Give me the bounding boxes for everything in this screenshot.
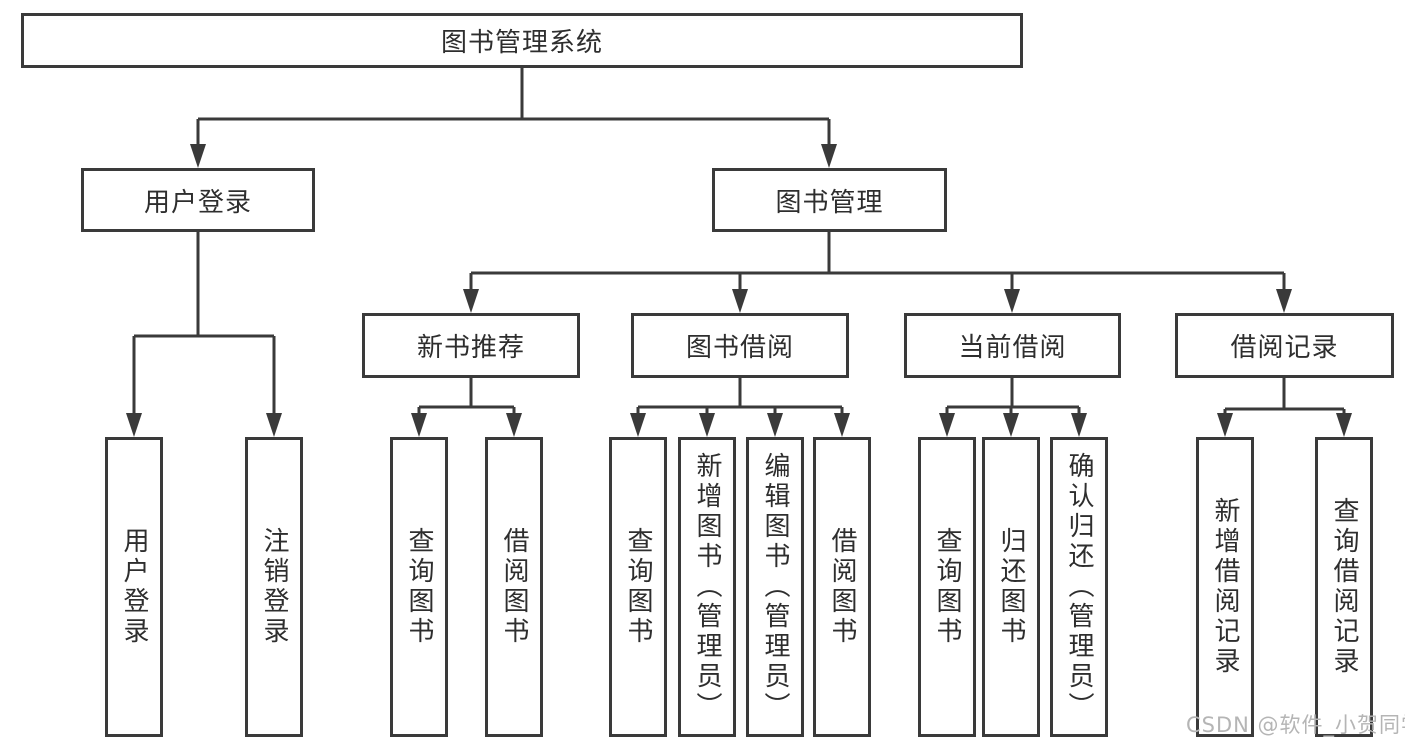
- node-user-login-leaf: 用户登录: [105, 437, 163, 737]
- node-label: 图书管理系统: [440, 28, 603, 58]
- node-label: 借阅图书: [827, 527, 857, 647]
- node-return-book: 归还图书: [982, 437, 1040, 737]
- arrowhead-icons: [126, 144, 1352, 437]
- node-label: 查询图书: [623, 527, 653, 647]
- node-add-borrow-record: 新增借阅记录: [1196, 437, 1254, 737]
- node-label: 查询图书: [932, 527, 962, 647]
- node-label: 新增图书（管理员）: [692, 452, 722, 722]
- node-root: 图书管理系统: [21, 13, 1023, 68]
- node-edit-book-admin: 编辑图书（管理员）: [746, 437, 804, 737]
- node-label: 编辑图书（管理员）: [760, 452, 790, 722]
- node-new-book-recommend: 新书推荐: [362, 313, 580, 378]
- node-label: 新书推荐: [416, 333, 525, 363]
- node-current-borrow: 当前借阅: [904, 313, 1121, 378]
- node-borrow-books-leaf: 借阅图书: [813, 437, 871, 737]
- node-borrow-books-recommend: 借阅图书: [485, 437, 543, 737]
- node-query-books-current: 查询图书: [918, 437, 976, 737]
- node-label: 新增借阅记录: [1210, 497, 1240, 677]
- node-label: 归还图书: [996, 527, 1026, 647]
- node-label: 查询图书: [404, 527, 434, 647]
- node-query-borrow-record: 查询借阅记录: [1315, 437, 1373, 737]
- node-label: 图书管理: [775, 187, 884, 218]
- node-logout: 注销登录: [245, 437, 303, 737]
- node-label: 当前借阅: [958, 333, 1067, 363]
- node-label: 注销登录: [259, 527, 289, 647]
- node-label: 用户登录: [143, 187, 252, 218]
- node-borrow-records: 借阅记录: [1175, 313, 1394, 378]
- node-label: 图书借阅: [685, 333, 794, 363]
- node-label: 借阅记录: [1230, 333, 1339, 363]
- node-query-books-recommend: 查询图书: [390, 437, 448, 737]
- node-book-borrow: 图书借阅: [631, 313, 849, 378]
- node-label: 确认归还（管理员）: [1064, 452, 1094, 722]
- node-query-books-borrow: 查询图书: [609, 437, 667, 737]
- node-book-management: 图书管理: [712, 168, 947, 232]
- node-confirm-return-admin: 确认归还（管理员）: [1050, 437, 1108, 737]
- csdn-watermark: CSDN @软件_小贺同学: [1186, 713, 1405, 737]
- node-user-login: 用户登录: [81, 168, 315, 232]
- node-label: 用户登录: [119, 527, 149, 647]
- node-label: 查询借阅记录: [1329, 497, 1359, 677]
- node-add-book-admin: 新增图书（管理员）: [678, 437, 736, 737]
- node-label: 借阅图书: [499, 527, 529, 647]
